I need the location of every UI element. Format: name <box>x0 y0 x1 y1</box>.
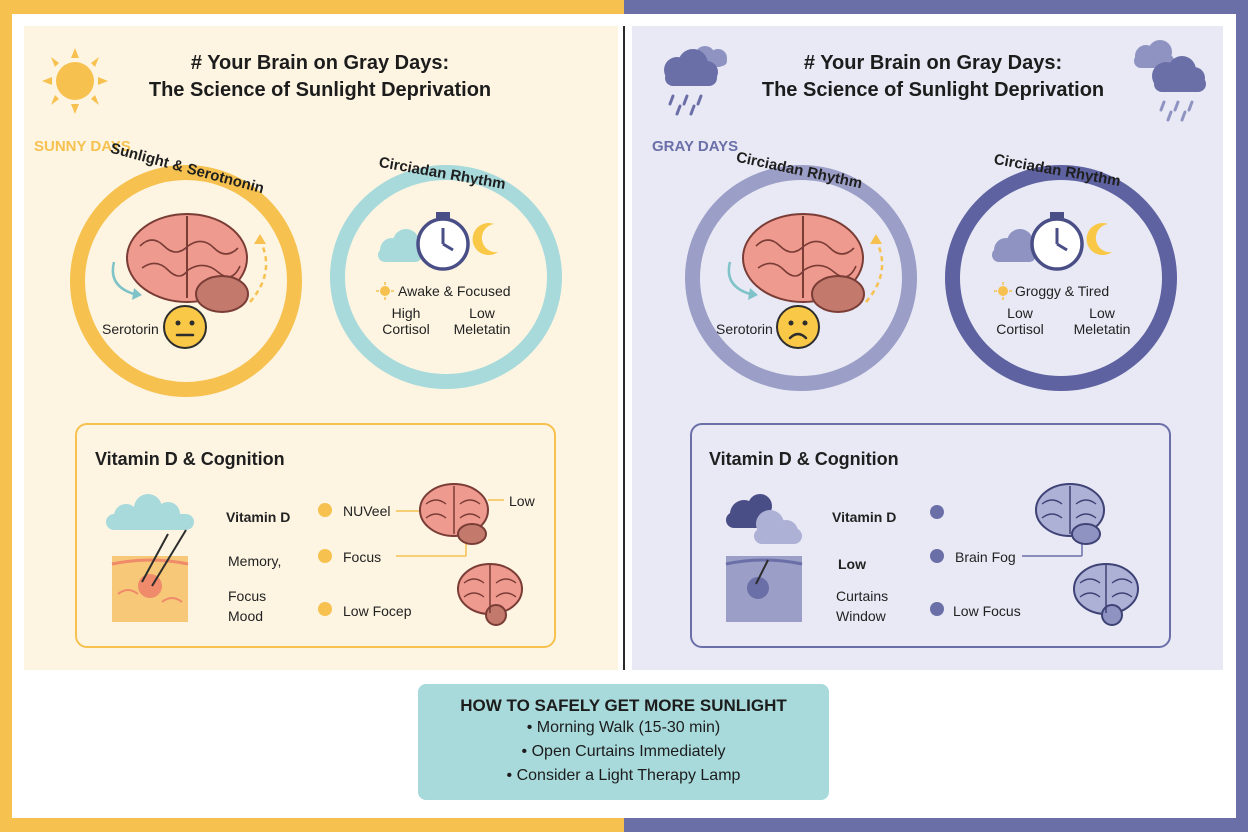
brain-icon-gray-small <box>1022 483 1105 557</box>
gray-circadian-ring <box>945 165 1177 391</box>
circadian-state-label-gray: Groggy & Tired <box>1015 283 1110 299</box>
vitd-label-2-gray: Low <box>838 556 866 572</box>
dashed-arrow-icon <box>249 234 268 303</box>
brain-icon-small-2 <box>457 563 523 626</box>
rain-cloud-icon <box>664 46 727 116</box>
tip-item: • Morning Walk (15-30 min) <box>526 719 721 736</box>
brain-icon-gray-small-2 <box>1073 563 1139 626</box>
circadian-state-label: Awake & Focused <box>398 283 511 299</box>
sunlight-tips-box: HOW TO SAFELY GET MORE SUNLIGHT • Mornin… <box>418 684 829 800</box>
vitd-label-1: Vitamin D <box>226 509 291 525</box>
clock-moon-icon-gray <box>992 212 1112 271</box>
vitd-label-4-gray: Window <box>836 608 886 624</box>
sunny-days-label: SUNNY DAYS <box>34 138 131 155</box>
vitd-label-2: Memory, <box>228 553 282 569</box>
gray-vitamin-d-title: Vitamin D & Cognition <box>709 449 899 469</box>
bullet-dot <box>930 602 944 616</box>
gray-title: # Your Brain on Gray Days:The Science of… <box>761 52 1105 101</box>
vitd-item-2-gray: Brain Fog <box>955 549 1016 565</box>
curved-arrow-icon <box>111 261 142 300</box>
skin-cloud-icon <box>725 494 803 622</box>
tips-title: HOW TO SAFELY GET MORE SUNLIGHT <box>460 696 787 715</box>
bullet-dot <box>318 503 332 517</box>
sunny-title: # Your Brain on Gray Days:The Science of… <box>148 52 492 101</box>
sunny-circadian-ring <box>330 165 562 389</box>
clock-moon-icon <box>378 212 498 271</box>
sun-icon <box>42 48 108 114</box>
bullet-dot <box>930 549 944 563</box>
sunny-vitamin-d-title: Vitamin D & Cognition <box>95 449 285 469</box>
vitd-item-1: NUVeel <box>343 503 391 519</box>
serotonin-label: Serotorin <box>102 321 159 337</box>
panel-divider <box>623 26 625 670</box>
brain-icon-gray <box>742 213 865 313</box>
tip-item: • Consider a Light Therapy Lamp <box>506 767 741 784</box>
gray-days-label: GRAY DAYS <box>652 138 739 155</box>
brain-icon-small <box>396 483 504 557</box>
vitd-item-3-gray: Low Focus <box>953 603 1021 619</box>
small-sun-icon-gray <box>994 282 1012 300</box>
vitd-label-4: Mood <box>228 608 264 624</box>
tip-item: • Open Curtains Immediately <box>521 743 726 760</box>
vitd-label-1-gray: Vitamin D <box>832 509 897 525</box>
neutral-face-icon <box>163 305 207 349</box>
vitd-item-2: Focus <box>343 549 382 565</box>
brain-tag-low: Low <box>509 493 535 509</box>
bullet-dot <box>318 602 332 616</box>
skin-sunlight-icon <box>106 494 194 622</box>
vitd-label-3-gray: Curtains <box>836 588 889 604</box>
sad-face-icon <box>776 305 820 349</box>
rain-cloud-icon-right <box>1134 40 1206 122</box>
vitd-item-3: Low Focep <box>343 603 412 619</box>
dashed-arrow-icon-gray <box>865 234 884 303</box>
bullet-dot <box>930 505 944 519</box>
bullet-dot <box>318 549 332 563</box>
brain-icon <box>126 213 249 313</box>
vitd-label-3: Focus <box>228 588 267 604</box>
curved-arrow-icon-gray <box>727 261 758 300</box>
serotonin-label-gray: Serotorin <box>716 321 773 337</box>
small-sun-icon <box>376 282 394 300</box>
